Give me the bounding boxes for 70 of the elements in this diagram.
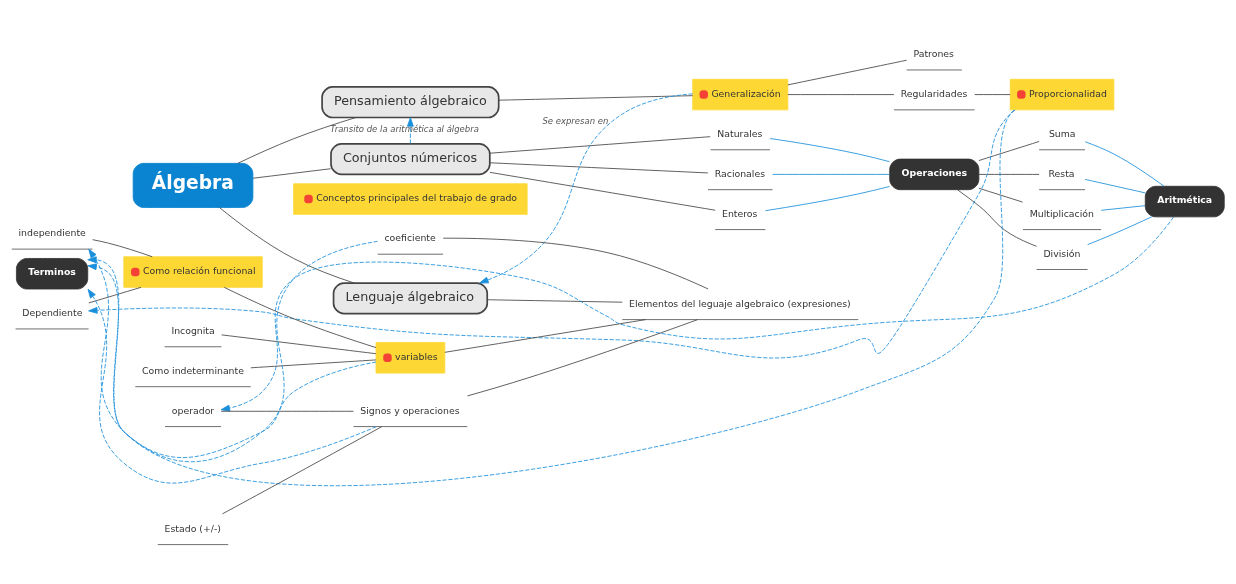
connector	[220, 410, 354, 412]
arrow	[88, 109, 1016, 359]
node-text: Racionales	[714, 167, 766, 179]
connector	[252, 168, 332, 179]
connector	[444, 319, 646, 353]
connector	[978, 187, 1024, 203]
connector	[250, 359, 377, 369]
connector	[442, 237, 709, 290]
connector	[222, 426, 383, 515]
connector	[237, 117, 357, 164]
arrow	[220, 216, 1174, 412]
connector	[467, 319, 698, 397]
arrow	[88, 109, 1015, 487]
connector	[957, 189, 1037, 247]
node-text: coeficiente	[384, 232, 436, 244]
connector	[1084, 178, 1146, 194]
edge-label: Transito de la aritmética al álgebra	[330, 123, 479, 134]
node-box: Generalización	[692, 78, 789, 111]
connector	[92, 239, 153, 258]
node-text: Patrones	[913, 48, 954, 60]
node-text: Resta	[1048, 167, 1075, 179]
connector	[88, 286, 142, 304]
connector	[787, 94, 895, 95]
edge-label: Se expresan en	[542, 116, 609, 127]
node-text: Dependiente	[22, 307, 83, 319]
node-text: Naturales	[717, 127, 763, 139]
connector	[974, 94, 1011, 95]
node-text: operador	[171, 404, 215, 416]
node-text: Elementos del leguaje algebraico (expresiones)	[629, 297, 851, 309]
node-text: Multiplicación	[1029, 207, 1094, 219]
node-box: Terminos	[16, 258, 89, 290]
connector	[1084, 141, 1165, 187]
node-text: Como indeterminante	[142, 364, 244, 376]
legend-label: Conceptos principales del trabajo de grado	[316, 192, 518, 204]
node-text: Signos y operaciones	[360, 404, 460, 416]
node-box: Lenguaje álgebraico	[332, 282, 489, 315]
arrow	[87, 288, 377, 484]
node-text: División	[1043, 247, 1081, 259]
node-box: variables	[375, 342, 446, 374]
node-text: Incognita	[171, 324, 215, 336]
node-box: Pensamiento álgebraico	[321, 86, 500, 119]
connector	[787, 59, 908, 86]
connector	[1100, 205, 1146, 211]
connector	[978, 141, 1040, 161]
node-text: Suma	[1048, 127, 1076, 139]
connector	[489, 136, 711, 154]
connector	[221, 334, 377, 355]
arrow	[479, 93, 694, 284]
node-box: Como relación funcional	[123, 256, 263, 288]
connector	[769, 138, 890, 163]
connector	[486, 299, 623, 303]
connector	[978, 173, 1040, 175]
connector	[223, 286, 377, 348]
node-box: Conjuntos númericos	[330, 143, 491, 176]
connector	[772, 173, 891, 175]
connector	[765, 186, 890, 212]
arrow	[407, 117, 414, 144]
connector	[489, 162, 709, 174]
connector	[498, 95, 694, 101]
connector	[1087, 216, 1153, 246]
node-text: Enteros	[722, 207, 758, 219]
node-box: Álgebra	[132, 162, 254, 208]
node-text: independiente	[18, 227, 86, 239]
node-box: Aritmética	[1144, 185, 1225, 218]
connector	[219, 207, 355, 284]
node-text: Regularidades	[900, 87, 968, 99]
node-text: Estado (+/-)	[164, 522, 221, 534]
connector	[489, 171, 716, 211]
node-box: Operaciones	[889, 158, 980, 191]
node-box: Proporcionalidad	[1009, 78, 1115, 111]
